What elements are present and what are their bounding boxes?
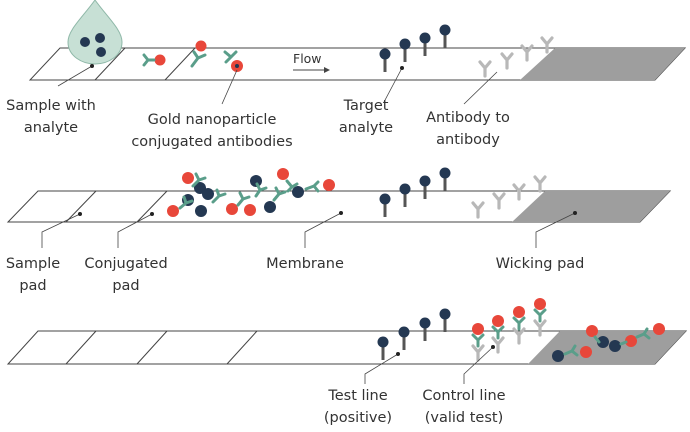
strip-panel-3: Test line(positive) Control line(valid t…	[6, 298, 688, 426]
wicking-pad	[528, 331, 686, 364]
control-line-bound-conjugates	[471, 298, 547, 362]
conjugate-analyte-complexes	[167, 168, 335, 217]
label-wicking-pad: Wicking pad	[496, 256, 585, 272]
label-control-line: Control line(valid test)	[422, 388, 505, 426]
gold-conjugate-icon	[142, 40, 243, 72]
label-membrane: Membrane	[266, 256, 344, 272]
wicking-pad	[512, 191, 670, 222]
sample-droplet-icon	[67, 0, 123, 65]
excess-conjugates-on-wicking-pad	[552, 323, 665, 362]
flow-label: Flow	[293, 51, 322, 66]
wicking-pad	[520, 48, 685, 80]
label-test-line: Test line(positive)	[324, 388, 392, 426]
